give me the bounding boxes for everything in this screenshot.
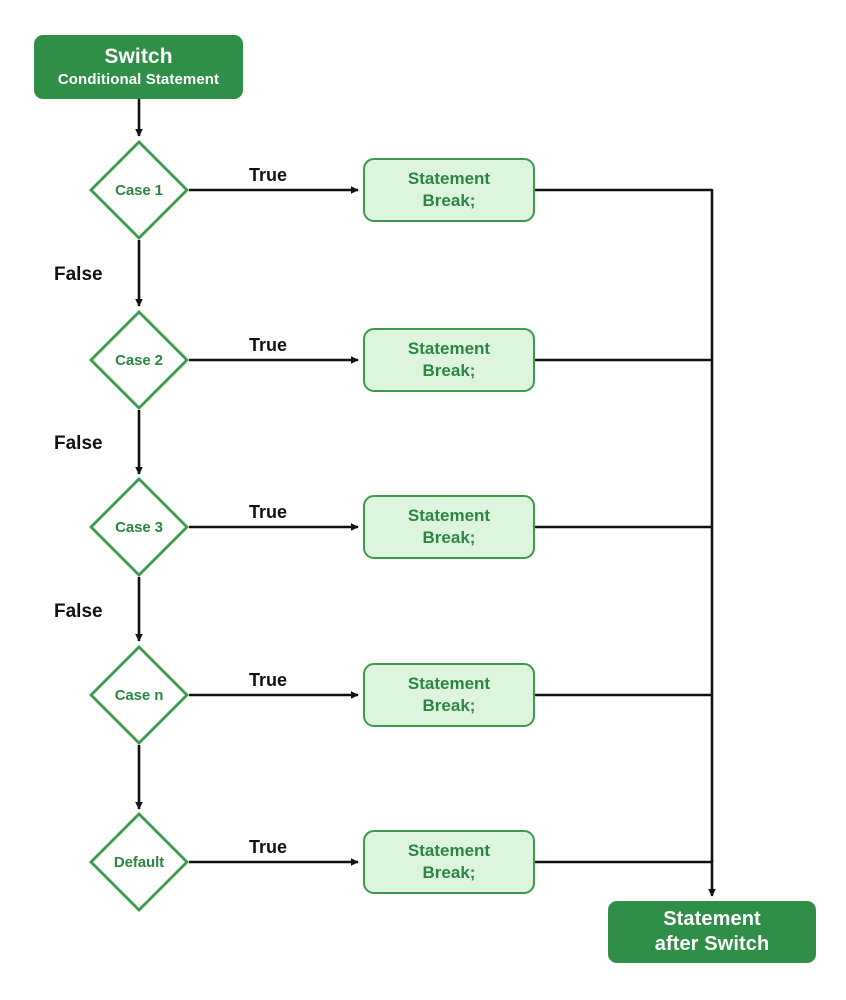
decision-case-n[interactable]: Case n [89,645,189,745]
diamond-shape-icon [89,477,189,577]
statement-after-switch-node[interactable]: Statement after Switch [608,901,816,963]
statement-line-2: Break; [422,361,476,380]
statement-box-case-1[interactable]: Statement Break; [363,158,535,222]
statement-box-case-n[interactable]: Statement Break; [363,663,535,727]
switch-title: Switch [104,45,173,69]
edge-label-false-case-1: False [54,264,103,285]
edge-label-true-default: True [249,837,288,857]
statement-line-1: Statement [407,339,491,359]
statement-box-case-2[interactable]: Statement Break; [363,328,535,392]
edge-label-true-case-2: True [249,335,288,355]
switch-node[interactable]: Switch Conditional Statement [34,35,243,99]
decision-default-label: Default [113,853,165,871]
statement-line-1: Statement [407,506,491,526]
edge-label-false-case-2: False [54,433,103,454]
edge-label-true-case-3: True [249,502,288,522]
statement-line-2: Break; [422,696,476,715]
diamond-shape-icon [89,140,189,240]
statement-line-2: Break; [422,863,476,882]
decision-case-2-label: Case 2 [115,351,163,369]
statement-line-1: Statement [407,841,491,861]
edge-label-true-case-n: True [249,670,288,690]
diamond-shape-icon [89,812,189,912]
end-line-1: Statement [663,907,761,930]
decision-case-1[interactable]: Case 1 [89,140,189,240]
switch-subtitle: Conditional Statement [57,71,220,89]
statement-line-1: Statement [407,169,491,189]
decision-default[interactable]: Default [89,812,189,912]
diamond-shape-icon [89,645,189,745]
decision-case-n-label: Case n [114,686,164,704]
decision-case-3-label: Case 3 [115,518,163,536]
statement-box-case-3[interactable]: Statement Break; [363,495,535,559]
statement-box-default[interactable]: Statement Break; [363,830,535,894]
edge-label-true-case-1: True [249,165,288,185]
diamond-shape-icon [89,310,189,410]
decision-case-1-label: Case 1 [115,181,163,199]
edge-label-false-case-3: False [54,601,103,622]
decision-case-3[interactable]: Case 3 [89,477,189,577]
statement-line-1: Statement [407,674,491,694]
statement-line-2: Break; [422,191,476,210]
end-line-2: after Switch [654,932,770,955]
decision-case-2[interactable]: Case 2 [89,310,189,410]
statement-line-2: Break; [422,528,476,547]
